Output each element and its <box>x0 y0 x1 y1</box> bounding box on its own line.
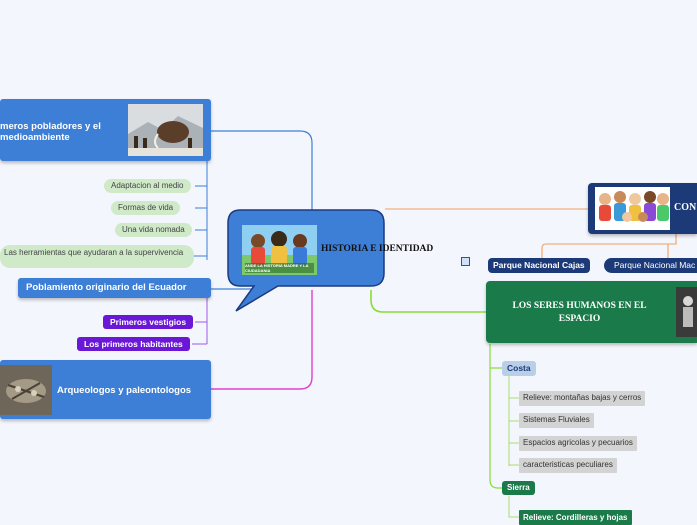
node-arqueologos-label: Arqueologos y paleontologos <box>57 385 192 396</box>
node-con-label: CON <box>674 202 697 213</box>
central-topic-title: HISTORIA E IDENTIDAD <box>321 244 434 254</box>
node-primeros-pobladores[interactable]: meros pobladores y el medioambiente <box>0 99 211 161</box>
sub-node-parque-cajas[interactable]: Parque Nacional Cajas <box>488 258 590 273</box>
figure-image <box>676 287 697 337</box>
sub-node-vida-nomada[interactable]: Una vida nomada <box>115 223 192 237</box>
sierra-item-relieve[interactable]: Relieve: Cordilleras y hojas <box>519 510 632 525</box>
node-con[interactable]: CON <box>588 183 697 234</box>
node-poblamiento[interactable]: Poblamiento originario del Ecuador <box>18 278 211 298</box>
node-seres-humanos[interactable]: LOS SERES HUMANOS EN EL ESPACIO <box>486 281 697 343</box>
sub-node-primeros-vestigios[interactable]: Primeros vestigios <box>103 315 194 329</box>
costa-item-peculiares[interactable]: caracteristicas peculiares <box>519 458 617 473</box>
central-topic-image: ANDE LA HISTORIA MADRE Y LA CIUDADANIA <box>242 225 317 275</box>
node-sierra[interactable]: Sierra <box>502 481 535 495</box>
sub-node-parque-machalilla[interactable]: Parque Nacional Mac <box>604 258 697 273</box>
costa-item-fluviales[interactable]: Sistemas Fluviales <box>519 413 594 428</box>
node-costa[interactable]: Costa <box>502 361 536 376</box>
sub-node-formas-de-vida[interactable]: Formas de vida <box>111 201 181 215</box>
central-image-caption: ANDE LA HISTORIA MADRE Y LA CIUDADANIA <box>245 263 309 273</box>
node-seres-line2: ESPACIO <box>558 314 601 324</box>
costa-item-agricolas[interactable]: Espacios agricolas y pecuarios <box>519 436 637 451</box>
fossil-image <box>0 365 52 415</box>
children-group-image <box>595 187 670 230</box>
node-label-line2: medioambiente <box>0 132 70 143</box>
expand-icon[interactable] <box>461 257 470 266</box>
sub-node-primeros-habitantes[interactable]: Los primeros habitantes <box>77 337 190 351</box>
node-arqueologos[interactable]: Arqueologos y paleontologos <box>0 360 211 419</box>
sub-node-herramientas[interactable]: Las herramientas que ayudaran a la super… <box>0 245 194 268</box>
costa-item-relieve[interactable]: Relieve: montañas bajas y cerros <box>519 391 646 406</box>
sub-node-adaptacion[interactable]: Adaptacion al medio <box>104 179 191 193</box>
node-label-line1: meros pobladores y el <box>0 121 101 132</box>
mammoth-hunt-image <box>128 104 203 156</box>
node-seres-line1: LOS SERES HUMANOS EN EL <box>512 301 647 311</box>
